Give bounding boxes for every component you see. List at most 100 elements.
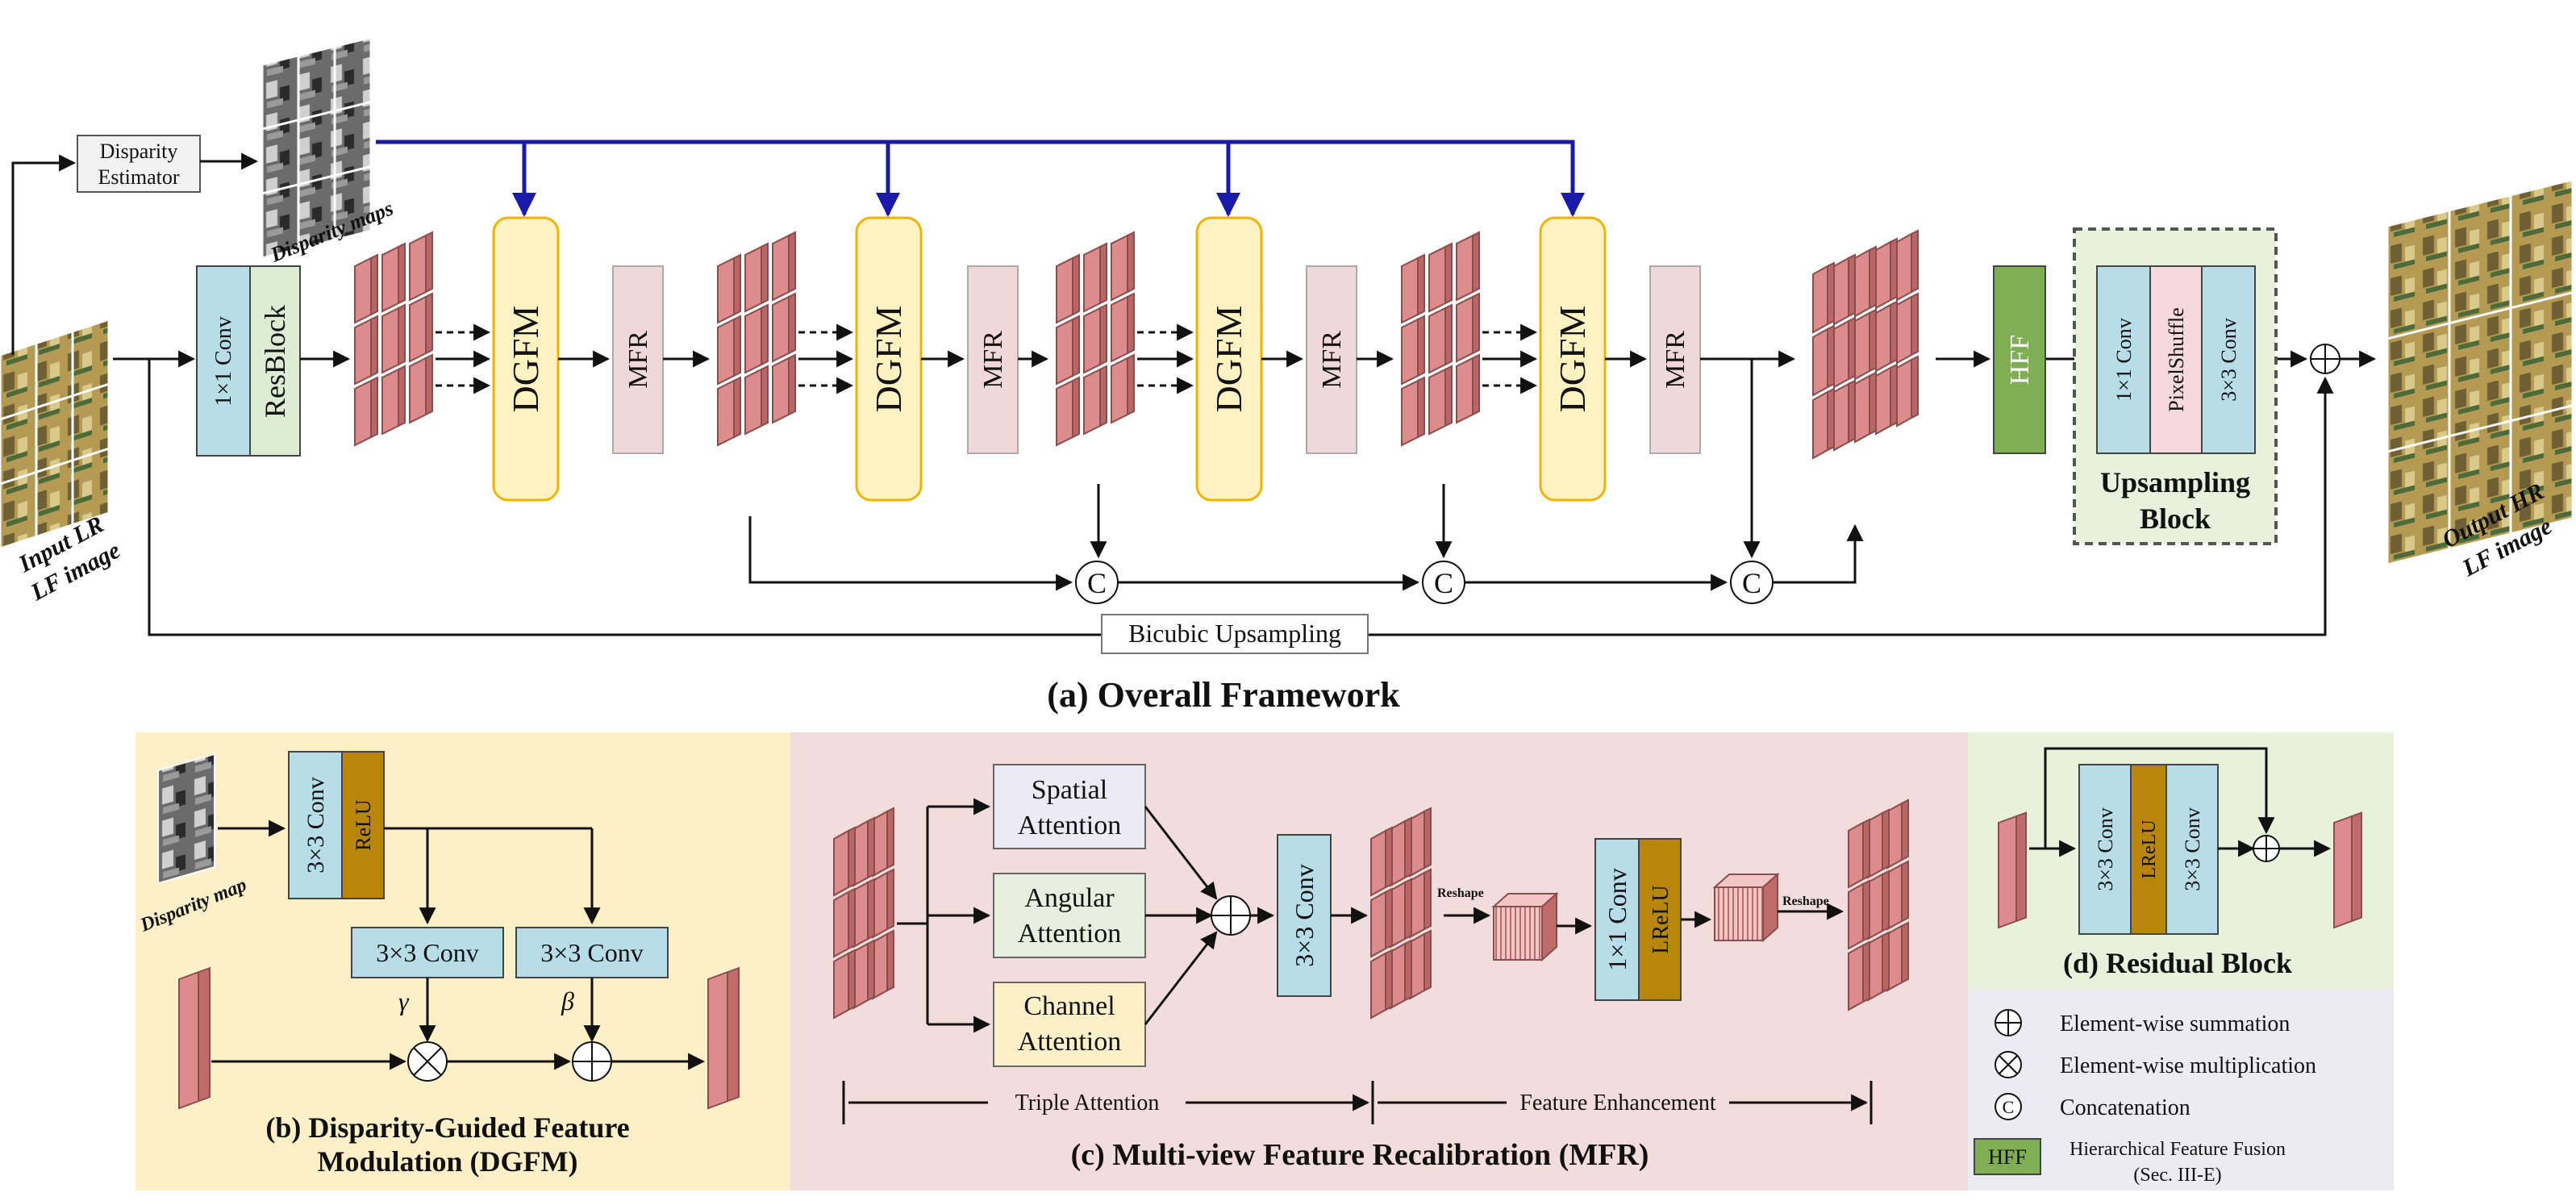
mfr-input-feature-stack <box>833 807 894 1020</box>
mfr-conv3-block <box>1277 834 1332 997</box>
dgfm-output-feature <box>707 966 740 1110</box>
mfr-reshape1-label: Reshape <box>1437 886 1484 900</box>
residual-caption: (d) Residual Block <box>2063 947 2292 979</box>
final-sum-node <box>2310 344 2340 374</box>
legend-hff-box <box>1974 1138 2041 1175</box>
concat-arrow-to-stack <box>1773 523 1864 584</box>
dgfm-block-3: DGFM <box>1195 216 1263 502</box>
dgfm-beta-symbol: β <box>561 986 574 1015</box>
feature-stack-2 <box>717 231 796 447</box>
hff-block <box>1993 265 2046 454</box>
angular-attention-box <box>993 873 1146 958</box>
dgfm-conv3-label: 3×3 Conv <box>302 777 329 873</box>
mfr-label-3: MFR <box>1317 331 1347 389</box>
mfr-reshape-cube-2 <box>1712 872 1780 943</box>
spatial-attention-box <box>993 764 1146 849</box>
concat-line-stack2 <box>748 516 1073 591</box>
upsampling-conv1-label: 1×1 Conv <box>2112 318 2136 402</box>
disparity-line-main <box>376 140 1585 217</box>
output-hr-lf-image <box>2386 177 2574 566</box>
disparity-estimator-box <box>77 135 201 193</box>
channel-attention-line1: Channel <box>1023 991 1115 1021</box>
upsampling-conv3-label: 3×3 Conv <box>2217 318 2240 402</box>
dgfm-block-2: DGFM <box>855 216 923 502</box>
residual-lrelu-label: LReLU <box>2139 819 2160 878</box>
dgfm-block-1: DGFM <box>492 216 560 502</box>
feature-enhancement-label: Feature Enhancement <box>1519 1090 1716 1116</box>
mfr-label-2: MFR <box>978 331 1008 389</box>
channel-attention-box <box>993 982 1146 1067</box>
dgfm-relu-label: ReLU <box>352 799 375 851</box>
residual-input-feature <box>1998 811 2027 929</box>
concat-arrow-mfr4 <box>1700 357 1761 559</box>
mfr-arrow-channel-to-sum <box>1144 931 1218 1025</box>
dgfm-block-4: DGFM <box>1539 216 1607 502</box>
legend-sum-label: Element-wise summation <box>2060 1011 2290 1036</box>
concat-label-3: C <box>1742 567 1761 599</box>
dgfm-input-feature <box>178 966 210 1110</box>
dgfm-sum-node <box>572 1041 612 1082</box>
dgfm-label-2: DGFM <box>868 306 909 413</box>
channel-attention-line2: Attention <box>1018 1027 1121 1057</box>
mfr-conv3-label: 3×3 Conv <box>1290 864 1319 966</box>
dgfm-relu-block <box>341 751 385 899</box>
legend-mult-label: Element-wise multiplication <box>2060 1053 2316 1078</box>
concat-node-1: C <box>1075 561 1119 604</box>
feature-stack-4 <box>1401 231 1480 447</box>
mfr-block-1: MFR <box>612 265 664 454</box>
overall-caption: (a) Overall Framework <box>1047 675 1400 715</box>
spatial-attention-line1: Spatial <box>1032 775 1107 805</box>
legend-sum-icon <box>1995 1009 2022 1036</box>
mfr-output-feature-stack <box>1848 799 1909 1011</box>
upsampling-title-line1: Upsampling <box>2100 466 2250 498</box>
mfr-caption: (c) Multi-view Feature Recalibration (MF… <box>1071 1138 1649 1172</box>
mfr-conv1-label: 1×1 Conv <box>1603 868 1632 970</box>
residual-sum-node <box>2253 835 2280 862</box>
upsampling-conv1-block <box>2096 265 2151 454</box>
residual-skip-line <box>2044 747 2275 849</box>
conv1x1-label: 1×1 Conv <box>211 316 236 406</box>
mfr-reshape2-label: Reshape <box>1782 894 1829 908</box>
residual-conv-a-block <box>2078 764 2132 935</box>
residual-conv-b-label: 3×3 Conv <box>2181 807 2204 891</box>
concat-node-3: C <box>1730 561 1774 604</box>
dgfm-label-3: DGFM <box>1208 306 1249 413</box>
mfr-lrelu-block <box>1638 838 1682 1001</box>
feature-stack-concat <box>1812 229 1919 460</box>
disparity-estimator-line2: Estimator <box>98 165 179 189</box>
residual-lrelu-block <box>2130 764 2167 935</box>
legend-hff-desc-line2: (Sec. III-E) <box>2133 1165 2221 1186</box>
legend-mult-icon <box>1995 1051 2022 1078</box>
hff-label: HFF <box>2005 335 2035 385</box>
resblock-block <box>249 265 301 457</box>
spatial-attention-line2: Attention <box>1018 811 1121 840</box>
concat-label-1: C <box>1087 567 1107 599</box>
angular-attention-line1: Angular <box>1024 883 1115 913</box>
legend-hff-box-label: HFF <box>1988 1145 2027 1169</box>
dgfm-disparity-map-image <box>157 753 215 885</box>
resblock-label: ResBlock <box>259 305 291 418</box>
upsampling-conv3-block <box>2201 265 2256 454</box>
mfr-lrelu-label: LReLU <box>1649 885 1674 954</box>
bicubic-label-box <box>1101 614 1369 654</box>
mfr-block-4: MFR <box>1649 265 1701 454</box>
mfr-block-3: MFR <box>1306 265 1357 454</box>
mfr-conv1-block <box>1594 838 1640 1001</box>
feature-stack-3 <box>1056 231 1135 447</box>
legend-concat-label: Concatenation <box>2060 1095 2190 1120</box>
mfr-sum-node <box>1211 895 1251 936</box>
feature-stack-1 <box>354 231 433 447</box>
residual-output-feature <box>2333 811 2362 929</box>
dgfm-beta-conv-label: 3×3 Conv <box>540 938 643 967</box>
dgfm-conv3-block <box>288 751 343 899</box>
dgfm-caption-line2: Modulation (DGFM) <box>318 1145 578 1178</box>
arrow-to-estimator <box>11 154 77 355</box>
dgfm-caption-line1: (b) Disparity-Guided Feature <box>265 1111 629 1144</box>
dgfm-mult-node <box>407 1041 448 1082</box>
disparity-maps-image <box>261 35 373 260</box>
input-lf-image <box>0 318 110 550</box>
residual-conv-a-label: 3×3 Conv <box>2094 807 2117 891</box>
legend-hff-desc-line1: Hierarchical Feature Fusion <box>2070 1139 2286 1160</box>
mfr-label-1: MFR <box>623 331 653 389</box>
upsampling-title-line2: Block <box>2140 503 2211 535</box>
